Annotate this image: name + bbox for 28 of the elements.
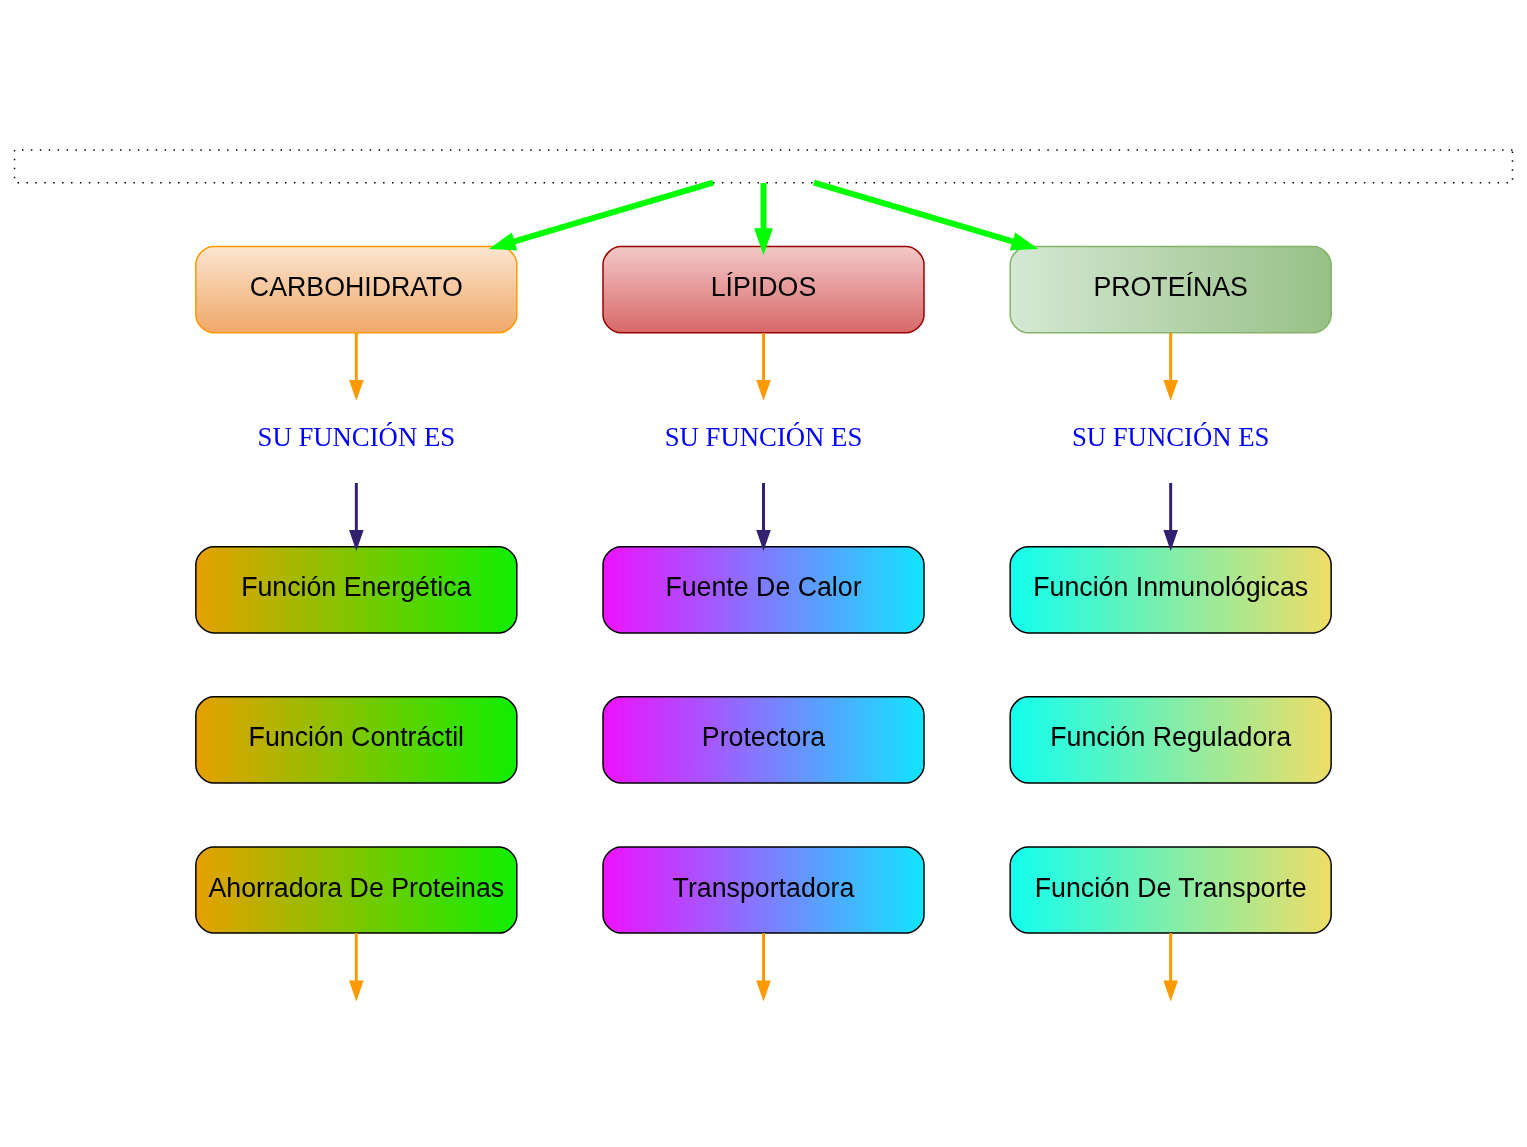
node-box	[13, 148, 1514, 183]
node-box: Fuente De Calor	[602, 545, 925, 634]
node-box: Función De Transporte	[1009, 845, 1332, 934]
node-box: Función Inmunológicas	[1009, 545, 1332, 634]
node-box: CARBOHIDRATO	[195, 245, 518, 333]
node-box: LÍPIDOS	[602, 245, 925, 333]
arrow	[1163, 332, 1178, 401]
node-box: Función Contráctil	[195, 695, 518, 784]
node-box: Ahorradora De Proteinas	[195, 845, 518, 934]
node-box: Función Reguladora	[1009, 695, 1332, 784]
node-text: SU FUNCIÓN ES	[1071, 421, 1270, 452]
arrow	[1163, 932, 1178, 1001]
arrow	[349, 482, 364, 551]
arrow	[754, 182, 773, 255]
node-text: SU FUNCIÓN ES	[257, 421, 456, 452]
node-box: Transportadora	[602, 845, 925, 934]
arrow	[488, 179, 714, 250]
arrow	[813, 179, 1039, 250]
arrow	[756, 932, 771, 1001]
arrow	[1163, 482, 1178, 551]
arrow	[349, 332, 364, 401]
node-text: SU FUNCIÓN ES	[664, 421, 863, 452]
arrow	[349, 932, 364, 1001]
arrow	[756, 332, 771, 401]
arrow	[756, 482, 771, 551]
node-box: Función Energética	[195, 545, 518, 634]
node-box: Protectora	[602, 695, 925, 784]
node-box: PROTEÍNAS	[1009, 245, 1332, 333]
